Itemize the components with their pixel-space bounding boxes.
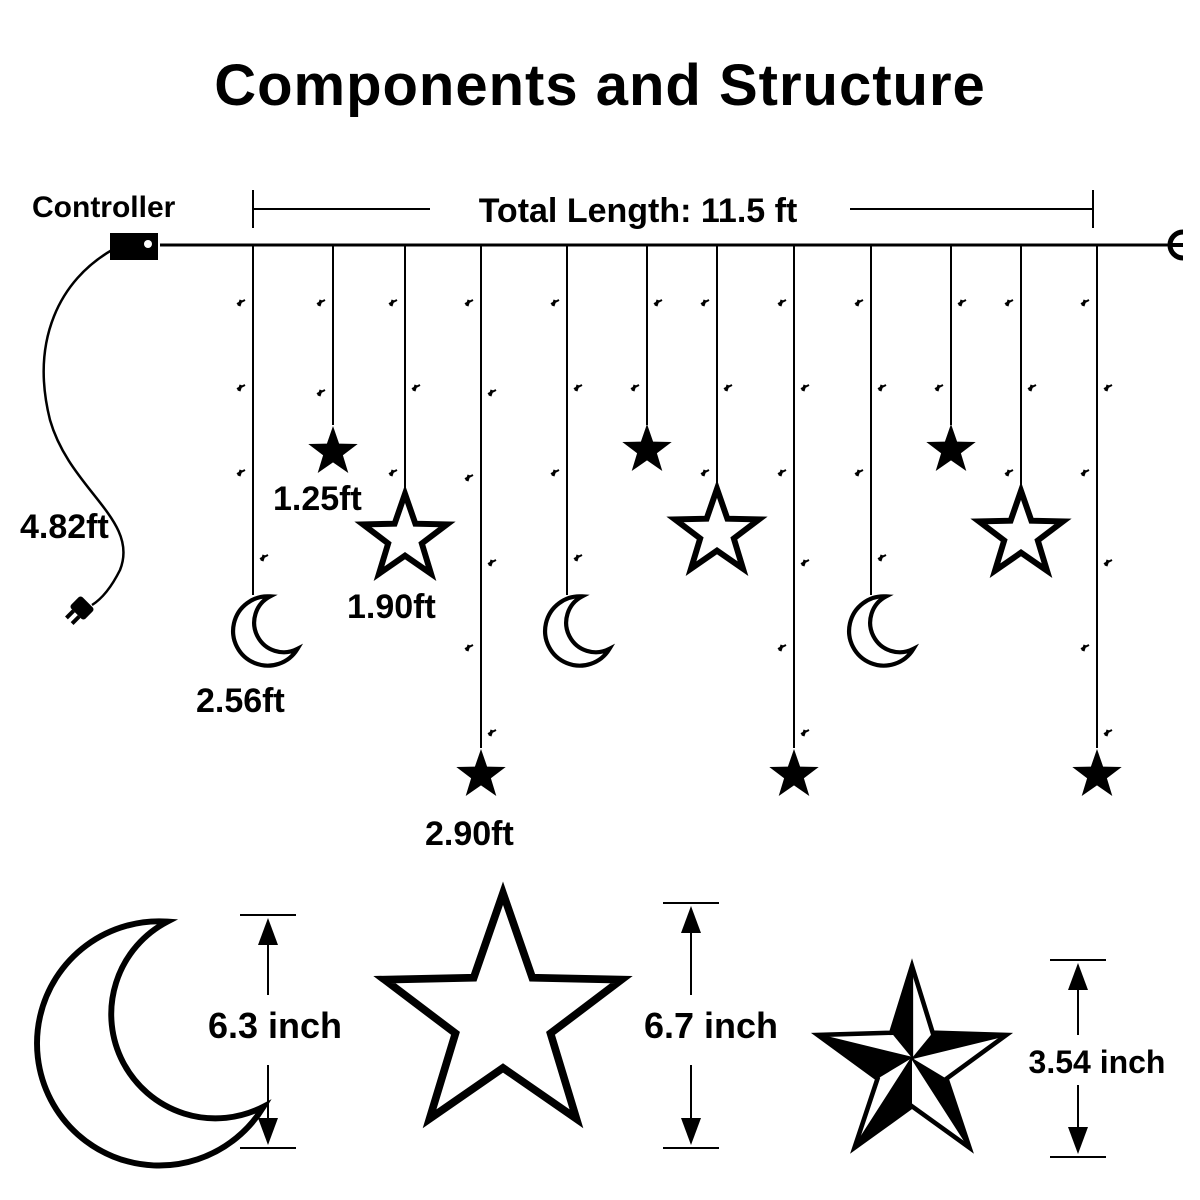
crescent-moon-icon [545,596,609,665]
star-3d-icon [810,958,1014,1154]
length-label-256: 2.56ft [196,682,285,720]
end-connector-icon [1167,229,1184,261]
power-cord [42,248,125,607]
star-outline-height-arrow [663,902,719,1149]
star-solid-icon [622,424,672,471]
total-length-dimension [252,190,1094,228]
diagram-title: Components and Structure [214,53,986,118]
star-outline-icon [384,893,621,1119]
controller-box-icon [110,233,158,260]
star-3d-size-label: 3.54 inch [1029,1044,1166,1080]
star-solid-icon [1072,749,1122,796]
star-outline-size-label: 6.7 inch [644,1005,778,1046]
star-3d-height-arrow [1050,959,1106,1158]
star-solid-icon [308,426,358,473]
length-label-190: 1.90ft [347,588,436,626]
plug-icon [65,596,94,625]
strands [252,245,1098,748]
total-length-label: Total Length: 11.5 ft [479,192,798,230]
moon-size-label: 6.3 inch [208,1005,342,1046]
star-solid-icon [926,424,976,471]
star-solid-icon [769,749,819,796]
star-solid-icon [456,749,506,796]
length-label-125: 1.25ft [273,480,362,518]
star-outline-icon [979,491,1063,571]
crescent-moon-icon [849,596,913,665]
star-outline-icon [675,489,759,569]
cord-length-label: 4.82ft [20,508,109,546]
length-label-290: 2.90ft [425,815,514,853]
star-outline-icon [363,494,447,574]
crescent-moon-icon [233,596,297,665]
moon-height-arrow [240,914,296,1149]
controller-label: Controller [32,191,176,224]
